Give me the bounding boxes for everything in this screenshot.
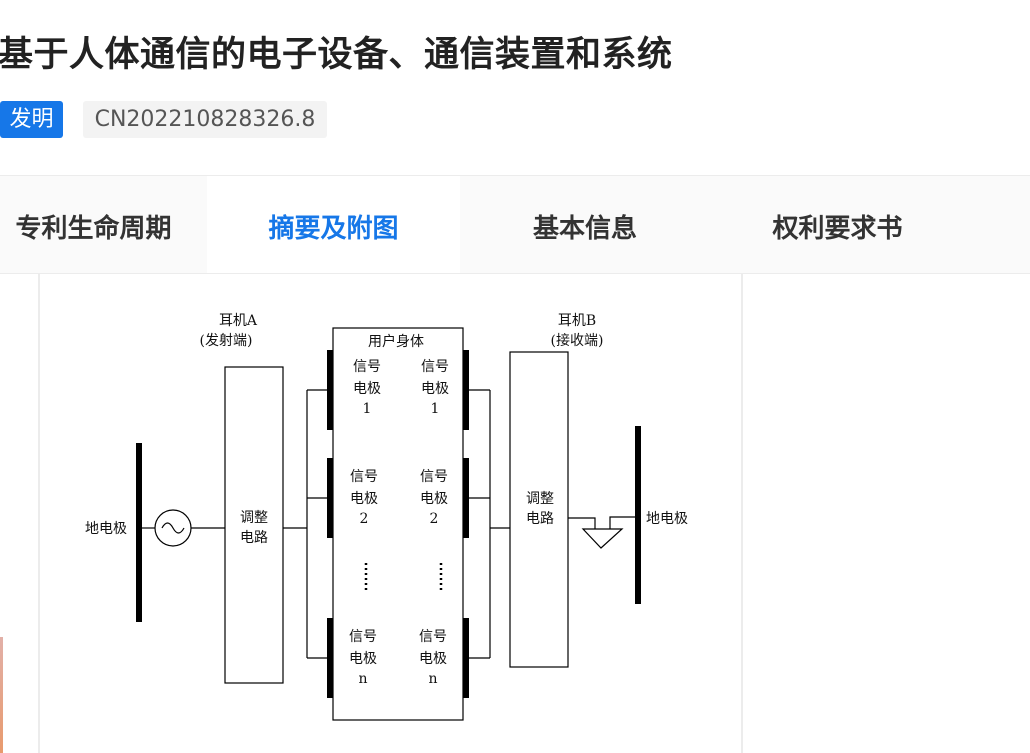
label-earphone-b-role: (接收端) [551, 332, 604, 349]
electrode-label: 电极 [350, 491, 378, 507]
electrode-label: 信号 [349, 629, 377, 645]
electrode-label: 电极 [353, 381, 381, 397]
electrode-label: 电极 [421, 381, 449, 397]
label-adjust-a: 电路 [240, 530, 268, 546]
electrode-label: 电极 [349, 651, 377, 667]
electrode-label: 信号 [420, 469, 448, 485]
divider [38, 273, 40, 753]
diode-icon [581, 528, 624, 549]
label-ground-right: 地电极 [646, 511, 688, 527]
electrode-label: n [428, 671, 437, 687]
electrode-label: n [358, 671, 367, 687]
label-user-body: 用户身体 [368, 333, 424, 350]
label-earphone-a-role: (发射端) [200, 333, 253, 349]
tab-basic-info[interactable]: 基本信息 [532, 214, 637, 244]
electrode-label: 2 [430, 511, 439, 527]
electrode-label: 1 [363, 401, 372, 417]
tab-abstract-figures[interactable]: 摘要及附图 [207, 176, 460, 273]
abstract-figure: 地电极 地电极 耳机A (发射端) 耳机B (接收端) 调整 电路 调整 电路 … [85, 313, 688, 721]
label-adjust-b: 电路 [526, 511, 554, 527]
electrode-labels: 信号 电极 1 信号 电极 1 信号 电极 2 信号 电极 2 信号 电极 n … [349, 359, 449, 687]
side-thumbnail[interactable] [0, 637, 3, 753]
label-ground-left: 地电极 [85, 521, 127, 537]
label-earphone-a: 耳机A [219, 313, 258, 329]
label-adjust-b: 调整 [526, 491, 554, 507]
electrode-label: 电极 [420, 491, 448, 507]
electrode-label: 电极 [419, 651, 447, 667]
tab-lifecycle[interactable]: 专利生命周期 [15, 214, 172, 244]
electrode-label: 信号 [350, 469, 378, 485]
page-title: 基于人体通信的电子设备、通信装置和系统 [0, 35, 673, 75]
electrode-label: 信号 [353, 359, 381, 375]
tab-bar: 专利生命周期 摘要及附图 基本信息 权利要求书 [0, 175, 1030, 274]
tab-claims[interactable]: 权利要求书 [772, 214, 903, 244]
label-earphone-b: 耳机B [558, 313, 596, 329]
electrode-label: 2 [360, 511, 369, 527]
adjust-circuit-a [224, 366, 284, 684]
patent-number-badge: CN202210828326.8 [83, 101, 327, 138]
patent-type-badge: 发明 [0, 101, 63, 138]
adjust-circuit-b [509, 351, 569, 668]
divider [741, 273, 743, 753]
electrode-label: 信号 [421, 359, 449, 375]
electrode-label: 信号 [419, 629, 447, 645]
electrode-label: 1 [431, 401, 440, 417]
label-adjust-a: 调整 [240, 510, 268, 526]
